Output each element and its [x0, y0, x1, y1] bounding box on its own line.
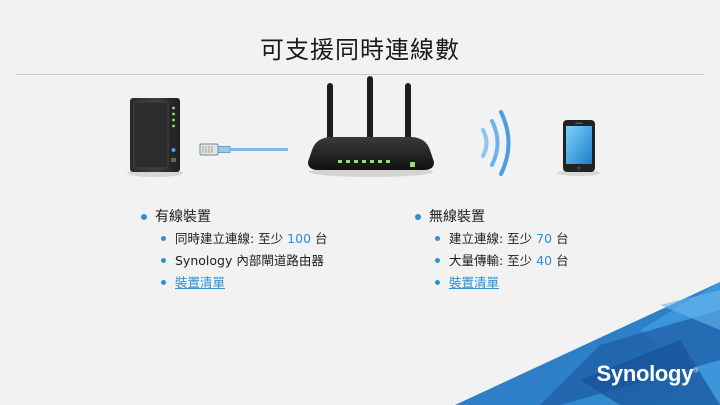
slide-title: 可支援同時連線數: [260, 36, 460, 64]
wired-concurrent-unit: 台: [315, 231, 328, 246]
wired-devices-section: 有線裝置 同時建立連線: 至少 100 台 Synology 內部閘道路由器 裝…: [141, 206, 328, 294]
wired-heading: 有線裝置: [155, 209, 211, 225]
brand-name: Synology: [596, 361, 694, 386]
bullet: [161, 236, 166, 241]
bullet: [435, 280, 440, 285]
wireless-transfer-item: 大量傳輸: 至少 40 台: [415, 250, 569, 272]
wireless-device-list-link[interactable]: 裝置清單: [449, 275, 500, 290]
wired-device-list-link[interactable]: 裝置清單: [175, 275, 226, 290]
wireless-heading: 無線裝置: [429, 209, 485, 225]
brand-wave-graphic: [455, 282, 720, 405]
wireless-connect-unit: 台: [556, 231, 569, 246]
wireless-devices-section: 無線裝置 建立連線: 至少 70 台 大量傳輸: 至少 40 台 裝置清單: [415, 206, 569, 294]
bullet: [435, 258, 440, 263]
wireless-connect-prefix: 建立連線: 至少: [449, 231, 533, 246]
wireless-transfer-prefix: 大量傳輸: 至少: [449, 253, 533, 268]
wireless-connect-item: 建立連線: 至少 70 台: [415, 228, 569, 250]
wired-device-list-item: 裝置清單: [141, 272, 328, 294]
wired-heading-item: 有線裝置: [141, 206, 328, 228]
bullet: [415, 214, 421, 220]
wired-concurrent-item: 同時建立連線: 至少 100 台: [141, 228, 328, 250]
router-icon: [308, 76, 434, 177]
registered-mark: ®: [693, 367, 698, 375]
smartphone-icon: [557, 120, 601, 176]
synology-logo: Synology®: [596, 361, 699, 387]
wired-gateway-text: Synology 內部閘道路由器: [175, 253, 324, 268]
wired-gateway-item: Synology 內部閘道路由器: [141, 250, 328, 272]
nas-icon: [127, 98, 183, 177]
wireless-connect-count: 70: [536, 231, 553, 246]
wireless-transfer-unit: 台: [556, 253, 569, 268]
wired-concurrent-count: 100: [287, 231, 312, 246]
wireless-transfer-count: 40: [536, 253, 553, 268]
wired-concurrent-prefix: 同時建立連線: 至少: [175, 231, 284, 246]
wireless-heading-item: 無線裝置: [415, 206, 569, 228]
ethernet-cable-icon: [199, 143, 288, 156]
bullet: [435, 236, 440, 241]
wifi-signal-icon: [481, 110, 511, 176]
bullet: [141, 214, 147, 220]
title-divider: [16, 74, 704, 75]
bullet: [161, 280, 166, 285]
wireless-device-list-item: 裝置清單: [415, 272, 569, 294]
bullet: [161, 258, 166, 263]
